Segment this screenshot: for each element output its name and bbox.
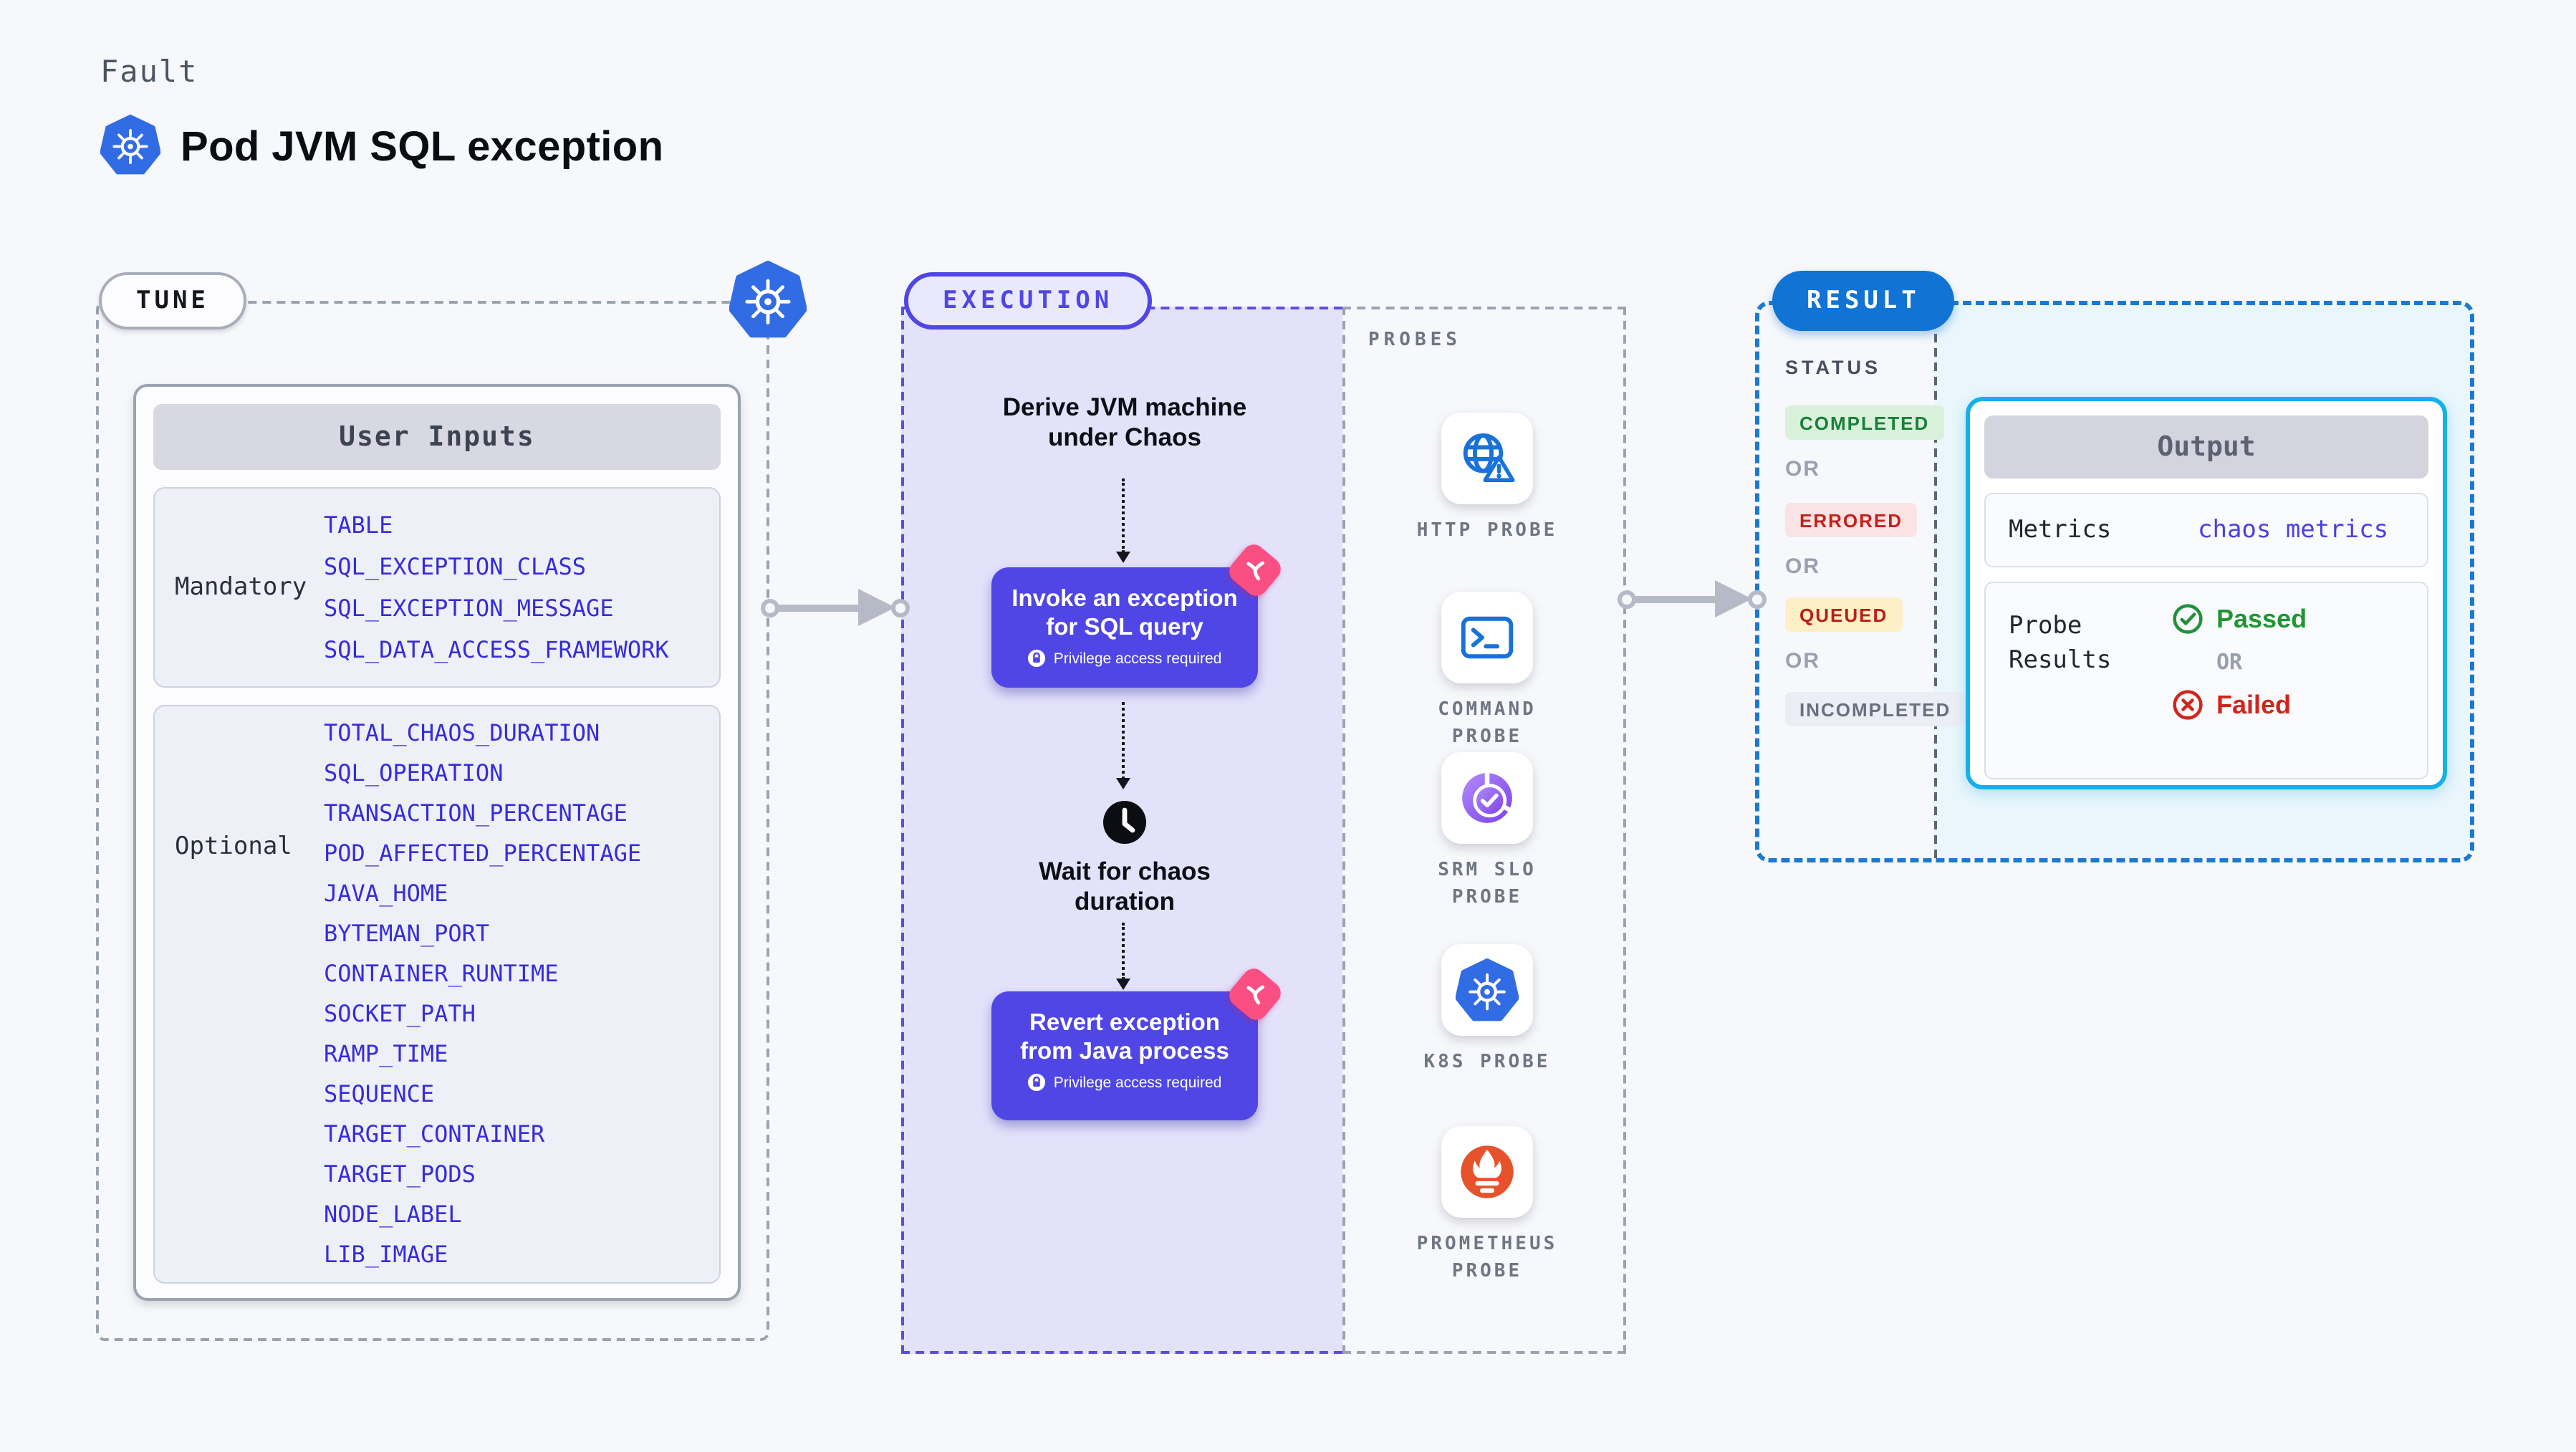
revert-step-node: Revert exception from Java process Privi… [991, 963, 1286, 1120]
kubernetes-icon [729, 261, 807, 345]
flow-connector [1115, 479, 1130, 563]
check-circle-icon [2173, 604, 2203, 634]
probe-http: HTTP PROBE [1345, 413, 1629, 544]
output-header: Output [1984, 415, 2428, 479]
param-item: SQL_EXCEPTION_MESSAGE [324, 595, 614, 622]
globe-alert-icon [1441, 413, 1533, 504]
probe-k8s: K8S PROBE [1345, 944, 1629, 1076]
param-item: SOCKET_PATH [324, 1000, 476, 1027]
terminal-icon [1441, 592, 1533, 683]
probe-prometheus: PROMETHEUS PROBE [1345, 1126, 1629, 1285]
result-section: STATUS COMPLETED OR ERRORED OR QUEUED OR… [1755, 301, 2474, 862]
chaos-icon [1224, 539, 1286, 601]
invoke-step-node: Invoke an exception for SQL query Privil… [991, 539, 1286, 688]
kubernetes-icon [1441, 944, 1533, 1036]
wait-step: Wait for chaos duration [1039, 857, 1211, 915]
param-item: TOTAL_CHAOS_DURATION [324, 719, 600, 746]
tune-badge: TUNE [99, 272, 246, 330]
execution-section: Derive JVM machine under Chaos Invoke an… [901, 307, 1342, 1354]
kubernetes-icon [100, 115, 161, 182]
param-item: SQL_EXCEPTION_CLASS [324, 553, 587, 580]
tune-to-execution-arrow [761, 587, 910, 628]
probe-results-row: Probe Results Passed OR [1984, 582, 2428, 779]
metrics-label: Metrics [2009, 516, 2112, 544]
result-badge: RESULT [1772, 271, 1955, 331]
or-separator: OR [1785, 554, 1820, 579]
passed-line: Passed [2172, 603, 2307, 635]
param-item: TABLE [324, 511, 393, 539]
optional-params: Optional TOTAL_CHAOS_DURATION SQL_OPERAT… [153, 705, 721, 1284]
param-item: TRANSACTION_PERCENTAGE [324, 799, 628, 827]
param-item: SQL_OPERATION [324, 759, 504, 787]
param-item: TARGET_PODS [324, 1160, 476, 1188]
privilege-note: Privilege access required [1053, 650, 1222, 667]
param-item: NODE_LABEL [324, 1201, 462, 1228]
user-inputs-header: User Inputs [153, 404, 721, 470]
flow-connector [1115, 702, 1130, 789]
or-separator: OR [1785, 649, 1820, 673]
title-row: Pod JVM SQL exception [100, 115, 663, 182]
param-item: CONTAINER_RUNTIME [324, 960, 559, 987]
x-circle-icon [2173, 690, 2203, 720]
revert-step-title: Revert exception from Java process [1020, 1010, 1229, 1064]
passed-label: Passed [2216, 604, 2307, 633]
mandatory-params: Mandatory TABLE SQL_EXCEPTION_CLASS SQL_… [153, 487, 721, 688]
param-item: POD_AFFECTED_PERCENTAGE [324, 840, 642, 867]
output-box: Output Metrics chaos metrics Probe Resul… [1966, 397, 2447, 789]
prometheus-icon [1441, 1126, 1533, 1218]
status-queued: QUEUED [1785, 597, 1903, 632]
mandatory-items: TABLE SQL_EXCEPTION_CLASS SQL_EXCEPTION_… [324, 489, 719, 686]
param-item: LIB_IMAGE [324, 1241, 448, 1268]
privilege-row: Privilege access required [991, 649, 1258, 668]
probe-label: PROMETHEUS PROBE [1416, 1234, 1558, 1282]
or-separator: OR [2216, 649, 2243, 675]
probes-title: PROBES [1368, 330, 1461, 351]
lock-icon [1028, 649, 1046, 668]
status-incompleted: INCOMPLETED [1785, 692, 1966, 726]
param-item: JAVA_HOME [324, 880, 448, 907]
param-item: RAMP_TIME [324, 1040, 448, 1067]
optional-label: Optional [175, 832, 292, 861]
chaos-icon [1224, 963, 1286, 1025]
param-item: BYTEMAN_PORT [324, 920, 490, 947]
probes-section: PROBES HTTP PROBE [1342, 307, 1626, 1354]
page-title: Pod JVM SQL exception [181, 125, 664, 170]
param-item: SEQUENCE [324, 1080, 435, 1107]
status-completed: COMPLETED [1785, 405, 1944, 440]
probe-srm-slo: SRM SLO PROBE [1345, 752, 1629, 911]
probe-results-values: Passed OR Failed [2161, 583, 2307, 778]
clock-icon [1102, 799, 1148, 852]
status-label: STATUS [1785, 357, 1881, 378]
privilege-note: Privilege access required [1053, 1074, 1222, 1091]
or-separator: OR [1785, 457, 1820, 481]
lock-icon [1028, 1073, 1046, 1092]
tune-section: User Inputs Mandatory TABLE SQL_EXCEPTIO… [96, 301, 769, 1341]
probe-command: COMMAND PROBE [1345, 592, 1629, 751]
probe-label: COMMAND PROBE [1438, 699, 1537, 748]
status-errored: ERRORED [1785, 503, 1918, 537]
flow-connector [1115, 923, 1130, 990]
optional-items: TOTAL_CHAOS_DURATION SQL_OPERATION TRANS… [324, 706, 719, 1282]
metrics-row: Metrics chaos metrics [1984, 493, 2428, 567]
probe-results-label: Probe Results [2009, 612, 2112, 675]
param-item: SQL_DATA_ACCESS_FRAMEWORK [324, 636, 669, 663]
param-item: TARGET_CONTAINER [324, 1120, 545, 1148]
failed-label: Failed [2216, 690, 2292, 718]
failed-line: Failed [2172, 689, 2307, 721]
fault-kicker: Fault [100, 54, 198, 89]
probe-label: SRM SLO PROBE [1438, 860, 1537, 908]
mandatory-label: Mandatory [175, 573, 307, 602]
privilege-row: Privilege access required [991, 1073, 1258, 1092]
execution-badge: EXECUTION [904, 272, 1153, 330]
metrics-value: chaos metrics [2198, 516, 2389, 544]
derive-step: Derive JVM machine under Chaos [1002, 393, 1247, 451]
probe-label: K8S PROBE [1423, 1052, 1551, 1073]
invoke-step-title: Invoke an exception for SQL query [1011, 586, 1238, 640]
user-inputs-card: User Inputs Mandatory TABLE SQL_EXCEPTIO… [133, 384, 741, 1301]
pie-check-icon [1441, 752, 1533, 844]
execution-to-result-arrow [1618, 579, 1767, 619]
probe-label: HTTP PROBE [1416, 520, 1558, 542]
